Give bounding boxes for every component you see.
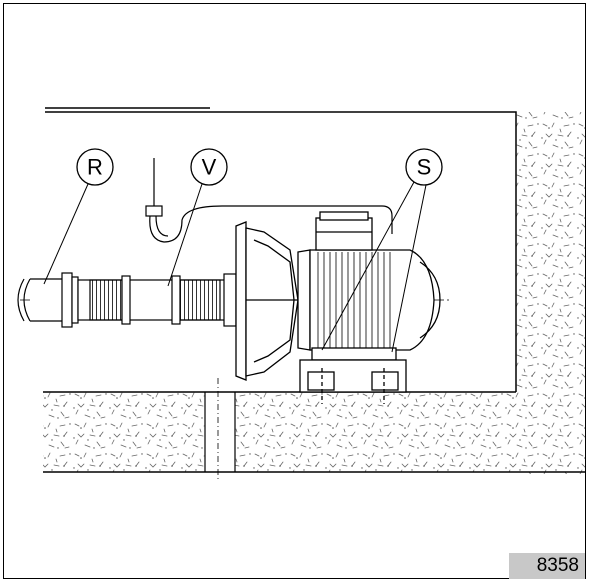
callout-v: V <box>167 148 228 287</box>
figure-number: 8358 <box>509 553 585 579</box>
sensor-cable <box>145 158 393 243</box>
motor-base <box>299 347 407 404</box>
motor <box>309 211 441 351</box>
concrete-floor <box>43 378 585 480</box>
svg-text:S: S <box>417 155 432 180</box>
callout-r: R <box>43 148 114 285</box>
pump-housing <box>235 221 311 381</box>
concrete-wall <box>45 111 585 474</box>
figure-frame <box>3 3 586 579</box>
svg-text:R: R <box>87 155 103 180</box>
svg-text:V: V <box>202 155 217 180</box>
suction-pipe <box>17 272 79 328</box>
callout-s: S <box>321 148 443 353</box>
flexible-hose <box>77 273 237 327</box>
